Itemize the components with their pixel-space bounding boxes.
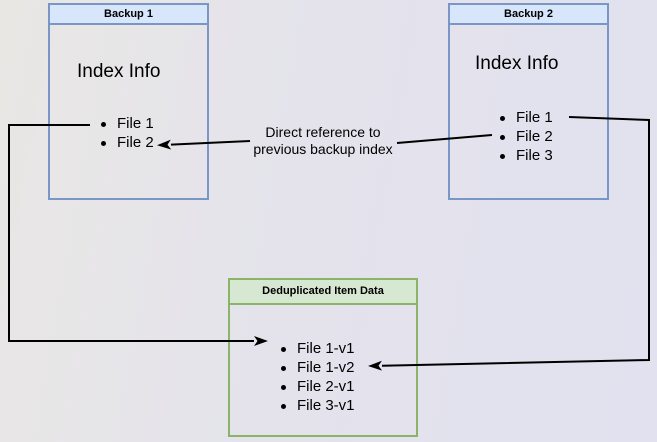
backup1-index-info-label: Index Info (77, 61, 161, 82)
backup2-index-info-label: Index Info (475, 53, 559, 74)
list-item: File 2 (96, 133, 154, 152)
backup1-box: Backup 1 Index Info File 1 File 2 (48, 3, 209, 200)
list-item: File 3-v1 (276, 396, 355, 415)
dedup-file-list: File 1-v1 File 1-v2 File 2-v1 File 3-v1 (276, 339, 355, 415)
backup1-title: Backup 1 (50, 5, 207, 25)
list-item: File 1-v1 (276, 339, 355, 358)
backup2-file-list: File 1 File 2 File 3 (495, 108, 553, 165)
direct-reference-label: Direct reference to previous backup inde… (238, 124, 408, 158)
list-item: File 3 (495, 146, 553, 165)
direct-reference-label-line2: previous backup index (253, 141, 393, 157)
backup2-title: Backup 2 (450, 5, 607, 25)
list-item: File 1 (96, 114, 154, 133)
direct-reference-label-line1: Direct reference to (265, 124, 381, 140)
list-item: File 2-v1 (276, 377, 355, 396)
backup2-box: Backup 2 Index Info File 1 File 2 File 3 (448, 3, 609, 200)
dedup-title: Deduplicated Item Data (230, 280, 416, 305)
backup1-file-list: File 1 File 2 (96, 114, 154, 152)
list-item: File 1 (495, 108, 553, 127)
deduplicated-item-data-box: Deduplicated Item Data File 1-v1 File 1-… (228, 278, 418, 437)
list-item: File 2 (495, 127, 553, 146)
list-item: File 1-v2 (276, 358, 355, 377)
